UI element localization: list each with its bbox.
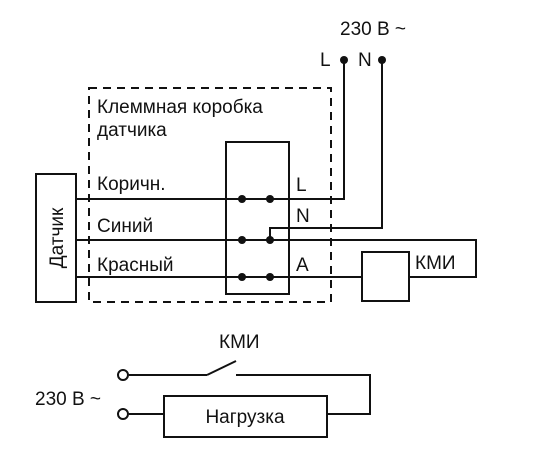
supply-n-label: N [358,50,372,71]
screw-a-left [238,273,246,281]
screw-l-left [238,195,246,203]
supply-l-label: L [320,50,331,71]
supply-voltage-label: 230 В ~ [340,19,406,40]
load-box [163,395,328,438]
screw-n-left [238,236,246,244]
wire-red-label: Красный [97,255,173,276]
sensor-label: Датчик [47,207,68,268]
load-supply-terminal-top [117,369,129,381]
contact-label: КМИ [219,332,260,353]
screw-l-right [266,195,274,203]
load-supply-voltage-label: 230 В ~ [35,389,101,410]
relay-coil-label: КМИ [415,253,456,274]
load-label: Нагрузка [205,407,285,428]
junction-box-title-line2: датчика [97,120,167,141]
wire-blue [76,239,477,278]
wire-brown-label: Коричн. [97,174,166,195]
terminal-a-label: A [296,255,309,276]
contact-line-right [236,374,371,415]
sensor-box [35,173,77,303]
wire-brown [76,60,345,200]
contact-switch-blade [206,360,237,376]
terminal-n-label: N [296,206,310,227]
load-supply-terminal-bottom [117,408,129,420]
junction-box-outline [88,87,332,303]
relay-coil-box [361,251,410,302]
screw-a-right [266,273,274,281]
wire-n-feed [269,60,383,240]
terminal-block [225,141,290,295]
screw-n-right [266,236,274,244]
terminal-l-label: L [296,175,307,196]
junction-box-title-line1: Клеммная коробка [97,97,263,118]
wire-blue-label: Синий [97,216,153,237]
